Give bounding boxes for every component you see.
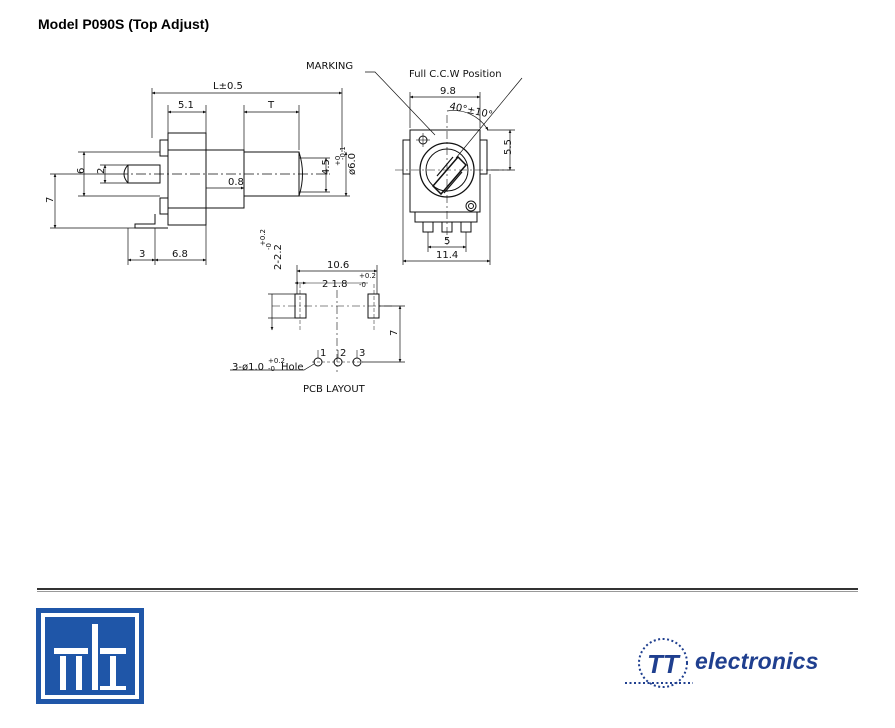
pcb-vertical-slot-tol-lower: -0 xyxy=(265,243,273,250)
footer-divider xyxy=(37,588,858,590)
dim-6-8: 6.8 xyxy=(172,249,188,260)
pcb-slot-tol-lower: -0 xyxy=(359,281,366,289)
dim-6-0-tol-upper: +0 xyxy=(334,156,342,166)
dim-length: L±0.5 xyxy=(213,81,243,92)
pcb-dim-10-6: 10.6 xyxy=(327,260,349,271)
pcb-layout-title: PCB LAYOUT xyxy=(303,384,366,395)
dim-6-0: ø6.0 xyxy=(347,153,358,175)
svg-text:TT: TT xyxy=(647,649,681,679)
dim-9-8: 9.8 xyxy=(440,86,456,97)
technical-drawing: L±0.5 5.1 T 6 2 7 0.8 4.5 ø6.0 +0 -0.1 3… xyxy=(45,61,523,395)
pcb-hole-tol-lower: -0 xyxy=(268,365,275,373)
footer-divider-thin xyxy=(37,591,858,592)
dim-4-5: 4.5 xyxy=(321,159,332,175)
marking-label: MARKING xyxy=(306,61,353,72)
dim-T: T xyxy=(267,100,275,111)
pcb-hole-tol-upper: +0.2 xyxy=(268,357,285,365)
dim-11-4: 11.4 xyxy=(436,250,458,261)
pcb-hole-label: 3-ø1.0 xyxy=(232,362,264,373)
side-view xyxy=(50,88,350,265)
front-view xyxy=(365,71,523,265)
dim-7-side: 7 xyxy=(45,197,56,203)
pcb-pin-3: 3 xyxy=(359,348,365,359)
tt-electronics-logo: TT xyxy=(625,638,693,688)
dim-3: 3 xyxy=(139,249,145,260)
pcb-slot-label: 2 1.8 xyxy=(322,279,347,290)
ab-logo xyxy=(36,608,144,704)
dim-6: 6 xyxy=(76,168,87,174)
pcb-dim-7: 7 xyxy=(389,330,400,336)
ccw-label: Full C.C.W Position xyxy=(409,69,502,80)
dim-0-8: 0.8 xyxy=(228,177,244,188)
dim-2: 2 xyxy=(96,168,107,174)
pcb-slot-tol-upper: +0.2 xyxy=(359,272,376,280)
pcb-hole-suffix: Hole xyxy=(281,362,304,373)
pcb-layout xyxy=(230,265,405,372)
angle-label: 40°±10° xyxy=(448,101,493,121)
dim-5-5: 5.5 xyxy=(503,139,514,155)
tt-electronics-wordmark: electronics xyxy=(695,648,819,674)
dim-5: 5 xyxy=(444,236,450,247)
dim-6-0-tol-lower: -0.1 xyxy=(339,146,347,160)
pcb-vertical-slot-label: 2-2.2 xyxy=(273,244,284,270)
pcb-pin-2: 2 xyxy=(340,348,346,359)
pcb-vertical-slot-tol-upper: +0.2 xyxy=(259,229,267,246)
pcb-pin-1: 1 xyxy=(320,348,326,359)
dim-5-1: 5.1 xyxy=(178,100,194,111)
page-title: Model P090S (Top Adjust) xyxy=(38,16,210,32)
